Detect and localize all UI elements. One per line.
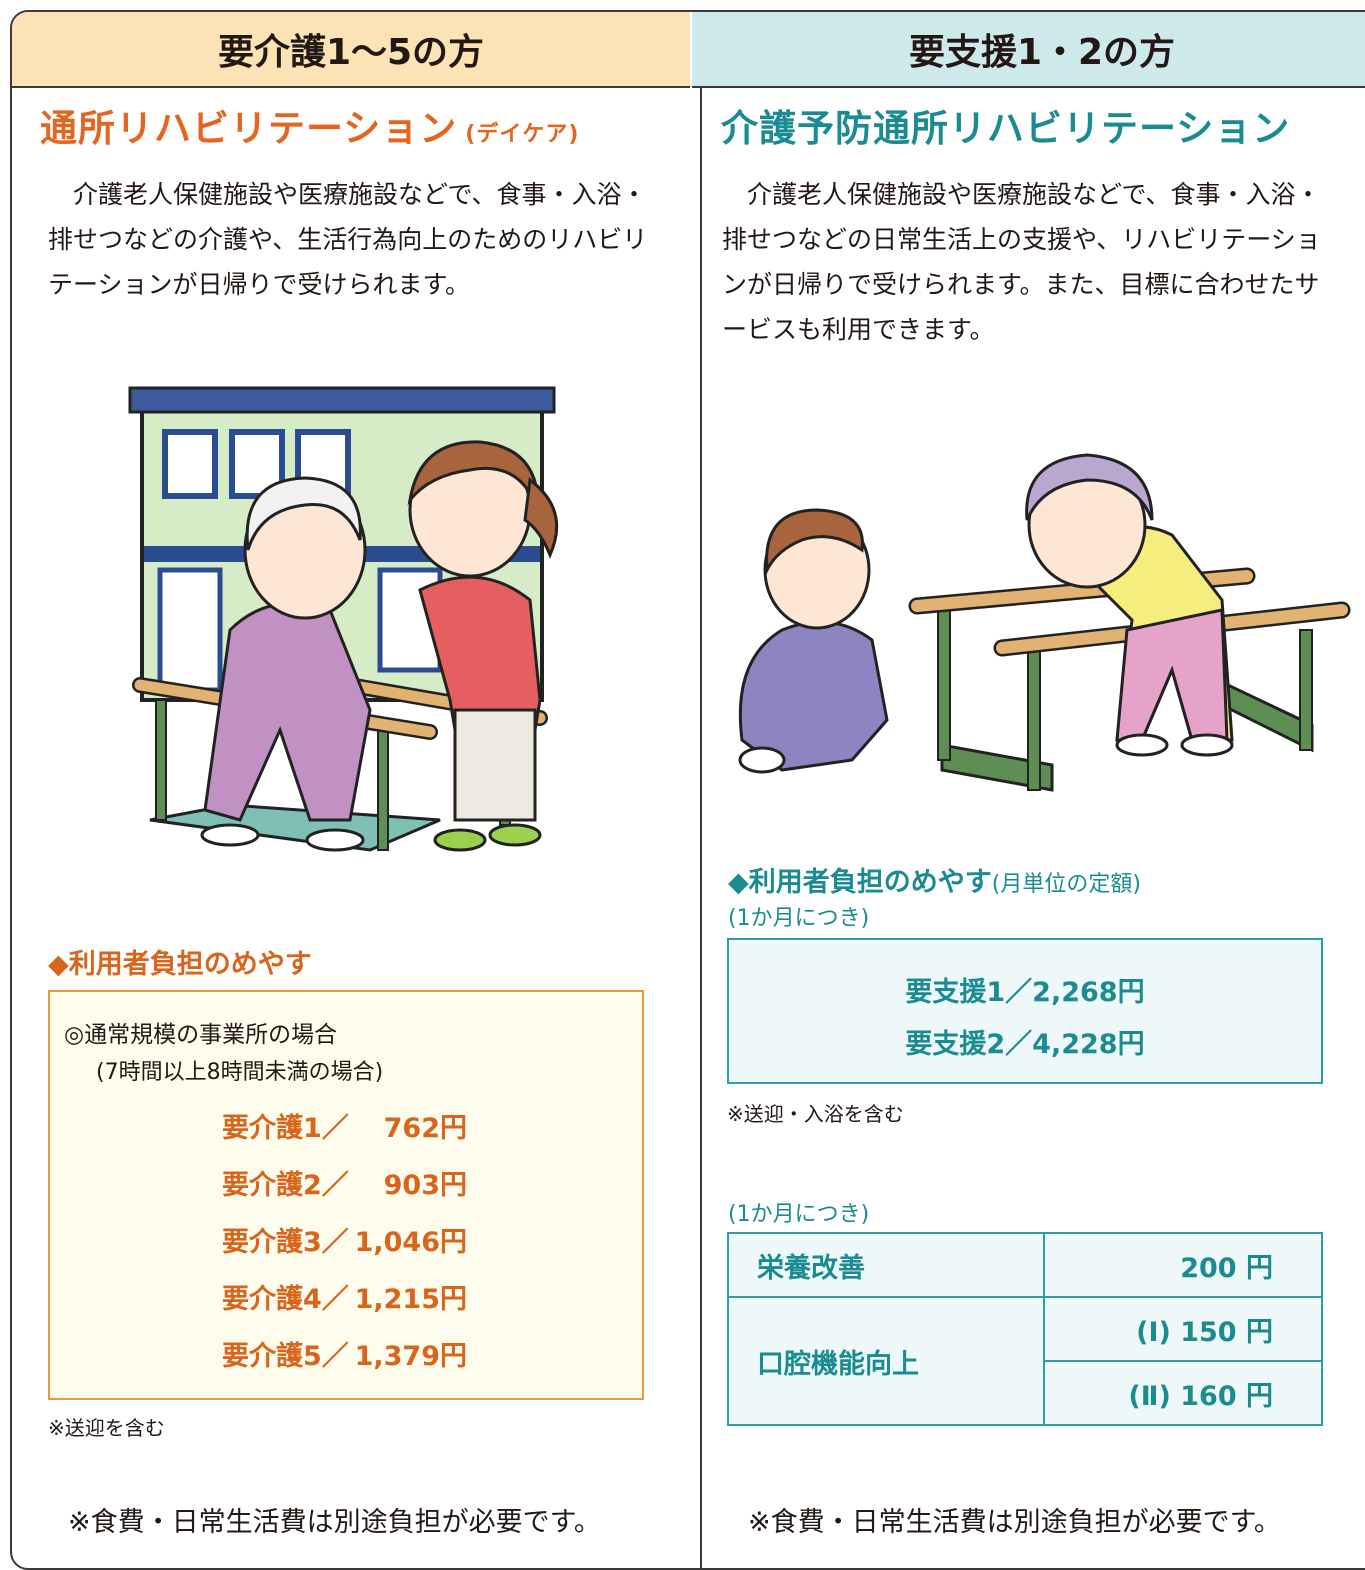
fee-label: 要介護2／: [222, 1170, 349, 1201]
oral-value-2: (Ⅱ) 160 円: [1043, 1360, 1323, 1426]
left-description: 介護老人保健施設や医療施設などで、食事・入浴・排せつなどの介護や、生活行為向上の…: [48, 180, 648, 299]
fee-value: 1,379円: [354, 1341, 467, 1372]
right-fee-box: 要支援1／2,268円 要支援2／4,228円: [727, 938, 1323, 1084]
right-title: 介護予防通所リハビリテーション: [721, 107, 1291, 150]
extra-services-table: 栄養改善 200 円 口腔機能向上 (Ⅰ) 150 円 (Ⅱ) 160 円: [727, 1232, 1323, 1426]
fee-row: 要介護3／1,046円: [222, 1220, 467, 1277]
fee-value: 1,215円: [354, 1284, 467, 1315]
panel-frame: 要介護1〜5の方 要支援1・2の方: [10, 10, 1365, 1570]
table-row: (Ⅱ) 160 円: [728, 1360, 1323, 1426]
left-condition: ◎通常規模の事業所の場合: [64, 1022, 338, 1048]
fee-value: 1,046円: [354, 1227, 467, 1258]
right-header: 要支援1・2の方: [692, 12, 1365, 88]
fee-row: 要介護5／1,379円: [222, 1334, 467, 1391]
right-description: 介護老人保健施設や医療施設などで、食事・入浴・排せつなどの日常生活上の支援や、リ…: [722, 180, 1321, 344]
left-fee-list: 要介護1／ 762円 要介護2／ 903円 要介護3／1,046円 要介護4／1,2…: [222, 1106, 467, 1391]
fee-row: 要介護1／ 762円: [222, 1106, 467, 1163]
right-per-month: (1か月につき): [728, 906, 870, 931]
fee-label: 要介護4／: [222, 1284, 349, 1315]
support-fee-2: 要支援2／4,228円: [905, 1029, 1145, 1060]
right-per-month-2: (1か月につき): [728, 1202, 870, 1227]
left-fee-box: ◎通常規模の事業所の場合 (7時間以上8時間未満の場合) 要介護1／ 762円 要…: [48, 990, 644, 1400]
fee-label: 要介護5／: [222, 1341, 349, 1372]
left-section-title: ◆利用者負担のめやす: [48, 949, 312, 980]
oral-value-1: (Ⅰ) 150 円: [1043, 1296, 1323, 1362]
day-care-illustration: [128, 386, 559, 852]
nutrition-label: 栄養改善: [727, 1232, 1045, 1298]
column-divider: [700, 12, 702, 1568]
fee-label: 要介護1／: [222, 1113, 349, 1144]
left-header: 要介護1〜5の方: [12, 12, 690, 88]
left-title-sub: (デイケア): [465, 122, 580, 147]
right-section-sub: (月単位の定額): [991, 872, 1141, 897]
left-title: 通所リハビリテーション (デイケア): [40, 98, 579, 152]
right-section-title: ◆利用者負担のめやす(月単位の定額): [728, 860, 1141, 899]
fee-value: 903円: [383, 1170, 467, 1201]
right-section-main: ◆利用者負担のめやす: [728, 867, 992, 898]
table-row: 口腔機能向上 (Ⅰ) 150 円: [727, 1296, 1323, 1426]
fee-label: 要介護3／: [222, 1227, 349, 1258]
fee-value: 762円: [383, 1113, 467, 1144]
right-footer: ※食費・日常生活費は別途負担が必要です。: [748, 1507, 1281, 1538]
support-fee-1: 要支援1／2,268円: [905, 977, 1145, 1008]
oral-label: 口腔機能向上: [727, 1296, 1045, 1426]
fee-row: 要介護2／ 903円: [222, 1163, 467, 1220]
table-row: 栄養改善 200 円: [727, 1232, 1323, 1298]
nutrition-value: 200 円: [1043, 1232, 1323, 1298]
left-footer: ※食費・日常生活費は別途負担が必要です。: [68, 1507, 601, 1538]
left-condition-detail: (7時間以上8時間未満の場合): [96, 1060, 384, 1085]
left-title-main: 通所リハビリテーション: [40, 107, 458, 150]
fee-row: 要介護4／1,215円: [222, 1277, 467, 1334]
right-note: ※送迎・入浴を含む: [727, 1102, 904, 1126]
rehab-support-illustration: [738, 453, 1351, 792]
left-note: ※送迎を含む: [48, 1416, 165, 1440]
